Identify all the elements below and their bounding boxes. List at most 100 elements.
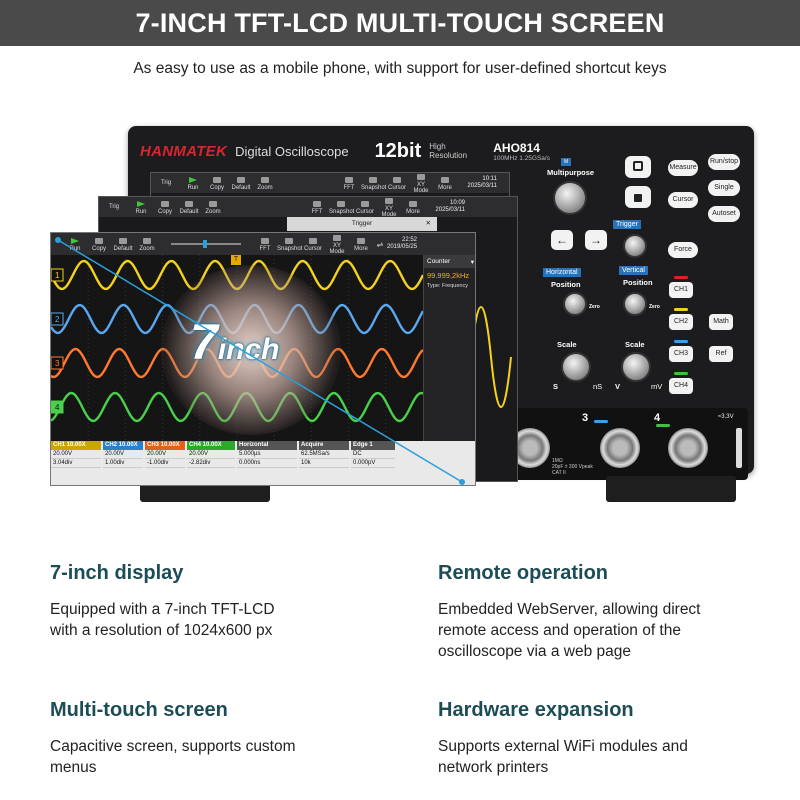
default-button[interactable]: Default: [111, 236, 135, 252]
counter-title[interactable]: Counter ▾: [424, 255, 475, 268]
diagonal-end-dot: [459, 479, 465, 485]
trigger-knob[interactable]: [623, 234, 647, 258]
ch3-input-led: [594, 420, 608, 423]
ch2-button[interactable]: CH2: [669, 314, 693, 330]
back-more-button[interactable]: More: [433, 175, 457, 191]
snapshot-button[interactable]: Snapshot: [277, 236, 302, 252]
middle-zoom-button[interactable]: Zoom: [201, 199, 225, 215]
device-header: HANMATEK Digital Oscilloscope 12bit High…: [140, 136, 550, 166]
ch1-button[interactable]: CH1: [669, 282, 693, 298]
ch1-led: [674, 276, 688, 279]
copy-button[interactable]: Copy: [87, 236, 111, 252]
feature-remote: Remote operation Embedded WebServer, all…: [438, 562, 788, 662]
feature-display: 7-inch display Equipped with a 7-inch TF…: [50, 562, 390, 641]
horizontal-scale-knob[interactable]: [561, 352, 591, 382]
feature-display-line: with a resolution of 1024x600 px: [50, 622, 273, 639]
vertical-position-label: Position: [623, 278, 653, 287]
middle-copy-button[interactable]: Copy: [153, 199, 177, 215]
feature-display-line: Equipped with a 7-inch TFT-LCD: [50, 601, 275, 618]
middle-fft-button[interactable]: FFT: [305, 199, 329, 215]
usb-icon: ⇌: [376, 239, 384, 249]
ch2-marker[interactable]: 2: [51, 312, 64, 326]
lock-button[interactable]: [625, 186, 651, 208]
ch4-input-led: [656, 424, 670, 427]
home-button[interactable]: [625, 156, 651, 178]
ch1-marker-box: [51, 268, 64, 282]
main-screen[interactable]: Run Copy Default Zoom FFT Snapshot Curso…: [50, 232, 476, 486]
ch4-bnc-connector: [668, 428, 708, 468]
horizontal-zero-label: Zero: [589, 304, 600, 310]
back-snapshot-button[interactable]: Snapshot: [361, 175, 386, 191]
ch4-marker-label: 4: [55, 403, 60, 412]
cursor-button[interactable]: Cursor: [668, 192, 698, 208]
run-stop-button[interactable]: Run/stop: [708, 154, 740, 170]
middle-default-button[interactable]: Default: [177, 199, 201, 215]
status-value: DC: [351, 450, 395, 459]
middle-clock-date: 2025/03/11: [435, 207, 465, 213]
single-button[interactable]: Single: [708, 180, 740, 196]
timebase-slider[interactable]: [171, 240, 241, 248]
back-cursor-button[interactable]: Cursor: [385, 175, 409, 191]
ch3-bnc-connector: [600, 428, 640, 468]
vertical-scale-knob[interactable]: [621, 352, 651, 382]
back-default-button[interactable]: Default: [229, 175, 253, 191]
middle-snapshot-button[interactable]: Snapshot: [329, 199, 354, 215]
status-header: Horizontal: [237, 441, 297, 450]
back-xymode-button[interactable]: XY Mode: [409, 172, 433, 194]
middle-cursor-button[interactable]: Cursor: [353, 199, 377, 215]
fft-button[interactable]: FFT: [253, 236, 277, 252]
lock-icon: [634, 194, 642, 202]
close-icon[interactable]: ✕: [425, 220, 431, 227]
horizontal-position-knob[interactable]: [563, 292, 587, 316]
back-fft-button[interactable]: FFT: [337, 175, 361, 191]
ch3-marker[interactable]: 3: [51, 356, 64, 370]
counter-panel: Counter ▾ 99.999,2kHz Type: Frequency: [423, 255, 475, 441]
back-copy-button[interactable]: Copy: [205, 175, 229, 191]
middle-more-button[interactable]: More: [401, 199, 425, 215]
back-zoom-button[interactable]: Zoom: [253, 175, 277, 191]
back-run-button[interactable]: Run: [181, 175, 205, 191]
xymode-button[interactable]: XY Mode: [325, 233, 349, 255]
ref-button[interactable]: Ref: [709, 346, 733, 362]
middle-clock-time: 10:09: [449, 200, 465, 206]
size-unit: inch: [217, 333, 280, 366]
ch3-button[interactable]: CH3: [669, 346, 693, 362]
more-button[interactable]: More: [349, 236, 373, 252]
ch4-button[interactable]: CH4: [669, 378, 693, 394]
ch4-marker-box: [51, 400, 64, 414]
right-foot: [606, 476, 736, 502]
math-button[interactable]: Math: [709, 314, 733, 330]
multipurpose-knob[interactable]: [553, 181, 587, 215]
status-value: 20.00V: [145, 450, 185, 459]
middle-run-button[interactable]: Run: [129, 199, 153, 215]
middle-clock: 10:09 2025/03/11: [425, 200, 465, 214]
status-header: CH3 10.00X: [145, 441, 185, 450]
timebase-slider-handle[interactable]: [203, 240, 207, 248]
product-scene: HANMATEK Digital Oscilloscope 12bit High…: [0, 118, 800, 518]
feature-touch-line: Capacitive screen, supports custom: [50, 738, 296, 755]
ch1-marker[interactable]: 1: [51, 268, 64, 282]
left-arrow-button[interactable]: ←: [551, 230, 573, 250]
measure-button[interactable]: Measure: [668, 160, 698, 176]
ch3-led: [674, 340, 688, 343]
main-clock-date: 2019/05/25: [387, 244, 418, 250]
force-button[interactable]: Force: [668, 242, 698, 258]
middle-xymode-button[interactable]: XY Mode: [377, 196, 401, 218]
right-arrow-button[interactable]: →: [585, 230, 607, 250]
cursor-button-screen[interactable]: Cursor: [301, 236, 325, 252]
brand-logo: HANMATEK: [140, 142, 228, 160]
zoom-button[interactable]: Zoom: [135, 236, 159, 252]
autoset-button[interactable]: Autoset: [708, 206, 740, 222]
vertical-position-knob[interactable]: [623, 292, 647, 316]
ch4-marker[interactable]: 4: [51, 400, 64, 414]
chevron-down-icon: ▾: [470, 259, 474, 266]
run-button[interactable]: Run: [63, 236, 87, 252]
